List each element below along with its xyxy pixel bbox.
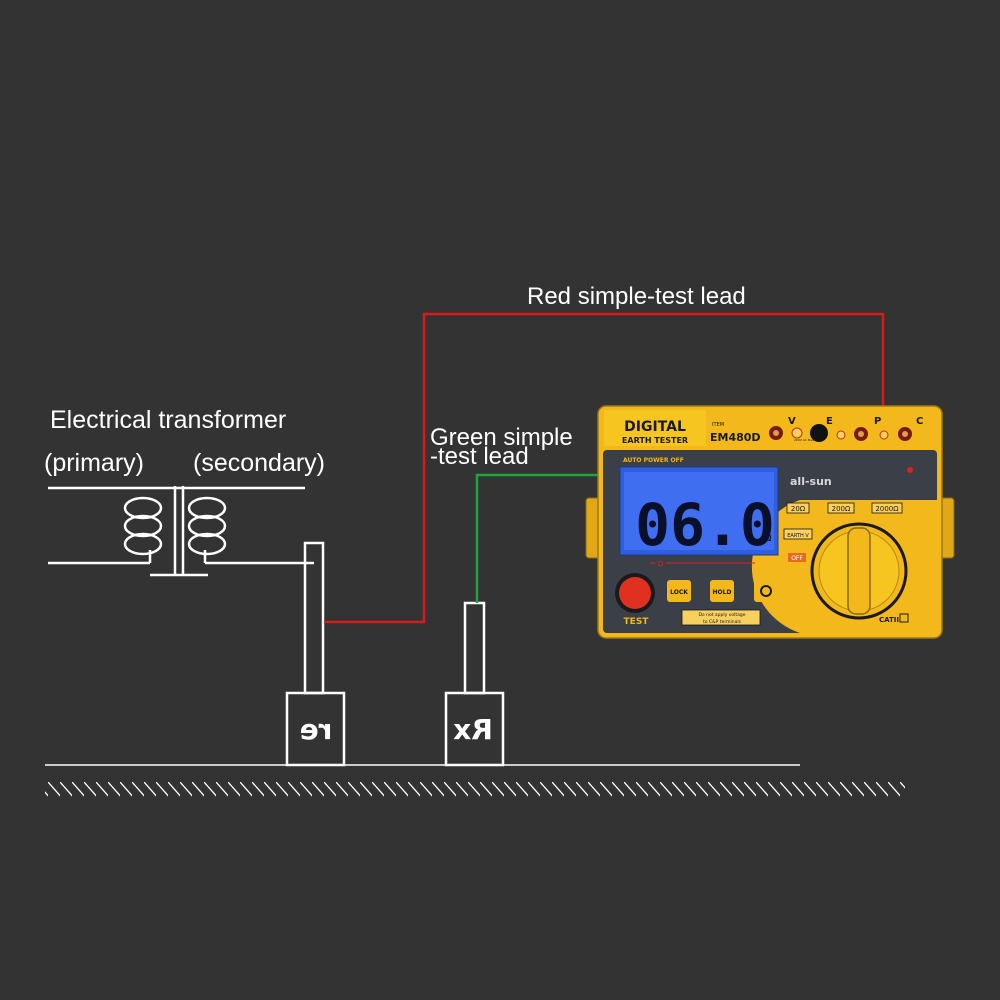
svg-text:OFF: OFF <box>791 555 803 562</box>
transformer-symbol <box>48 486 314 577</box>
re-electrode <box>285 541 346 767</box>
gear-icon <box>760 585 772 597</box>
red-lead-label: Red simple-test lead <box>527 283 746 310</box>
svg-text:ITEM: ITEM <box>712 422 724 428</box>
test-button-label: TEST <box>624 617 650 627</box>
svg-text:E: E <box>826 416 833 427</box>
re-electrode-label: re <box>299 713 333 746</box>
svg-text:20Ω: 20Ω <box>791 505 806 513</box>
svg-text:Ω: Ω <box>658 560 664 568</box>
primary-label: (primary) <box>44 449 144 477</box>
transformer-label: Electrical transformer <box>50 406 287 434</box>
svg-text:CATII: CATII <box>879 616 899 624</box>
svg-text:C: C <box>916 416 923 427</box>
hold-button-label: HOLD <box>713 589 732 596</box>
svg-text:AUTO POWER OFF: AUTO POWER OFF <box>623 457 684 464</box>
svg-text:EARTH V: EARTH V <box>787 533 809 539</box>
svg-text:to C&P terminals: to C&P terminals <box>703 619 742 625</box>
svg-text:2000Ω: 2000Ω <box>875 505 899 513</box>
tester-title: DIGITAL <box>624 419 686 435</box>
green-lead-label-line2: -test lead <box>430 443 529 470</box>
rx-electrode <box>444 601 505 767</box>
svg-text:Ω: Ω <box>764 533 772 544</box>
svg-text:EARTH TESTER: EARTH TESTER <box>622 436 688 445</box>
svg-text:Do not apply voltage: Do not apply voltage <box>698 612 745 618</box>
svg-text:P: P <box>874 416 881 427</box>
earth-tester-device: DIGITAL EARTH TESTER ITEM EM480D V 200V … <box>585 405 955 639</box>
tester-model: EM480D <box>710 431 761 444</box>
lcd-readout: 06.0 <box>635 491 775 559</box>
svg-text:V: V <box>788 416 796 427</box>
rx-electrode-label: Rx <box>453 713 493 746</box>
svg-text:200Ω: 200Ω <box>832 505 851 513</box>
green-lead-label-line1: Green simple <box>430 424 573 451</box>
lock-button-label: LOCK <box>670 589 688 596</box>
red-test-lead <box>324 312 885 624</box>
svg-text:200V AC Max: 200V AC Max <box>794 438 814 442</box>
brand-logo: all-sun <box>790 475 832 488</box>
secondary-label: (secondary) <box>193 449 325 477</box>
ground <box>45 764 905 800</box>
